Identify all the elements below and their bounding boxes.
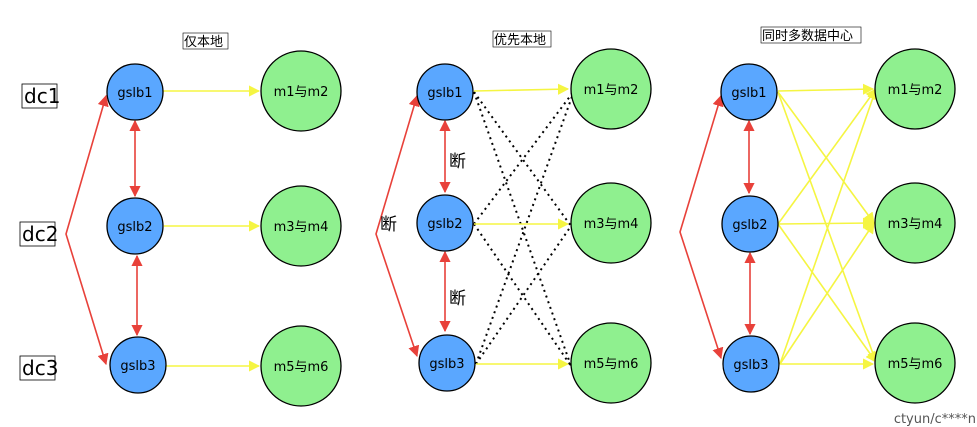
p3-yellow-2-to-1 — [777, 88, 877, 225]
p3-gslb1-node — [720, 63, 778, 121]
p2-gslb2-node — [416, 194, 474, 252]
p2-gslb3-node — [418, 334, 476, 392]
dc3-box — [19, 355, 56, 381]
p2-gslb3-label: gslb3 — [429, 357, 464, 372]
p1-gslb3-node — [109, 336, 167, 394]
p3-yellow-3-to-1 — [779, 87, 878, 365]
p3-m1m2-label: m1与m2 — [888, 83, 943, 98]
p2-m3m4-node — [570, 182, 652, 264]
p1-m1m2-label: m1与m2 — [274, 85, 329, 100]
p2-dotted-3-to-2 — [475, 225, 572, 365]
p3-m5m6-node — [874, 322, 956, 404]
p3-yellow-3-to-2 — [779, 222, 875, 365]
p1-gslb3-label: gslb3 — [120, 359, 155, 374]
p3-m3m4-label: m3与m4 — [888, 217, 943, 232]
p2-dotted-2-to-3 — [473, 223, 572, 367]
p2-break-label-curve: 断 — [380, 215, 397, 235]
panel3-title-box — [760, 26, 862, 44]
dc2-label: dc2 — [22, 222, 58, 246]
p2-m5m6-label: m5与m6 — [584, 357, 639, 372]
dc1-label: dc1 — [24, 84, 60, 108]
p2-gslb2-label: gslb2 — [427, 217, 462, 232]
p3-gslb2-label: gslb2 — [732, 218, 767, 233]
p1-m5m6-node — [260, 325, 342, 407]
panel-local-only: 仅本地 gslb1 gslb2 gslb3 m1与m2 m3与m4 m5与m6 — [65, 32, 342, 407]
panel1-title: 仅本地 — [184, 35, 223, 50]
p1-m1m2-node — [260, 50, 342, 132]
p2-break-label-2-3: 断 — [449, 289, 466, 309]
panel2-title-box — [492, 30, 552, 48]
p3-gslb1-label: gslb1 — [731, 86, 766, 101]
p2-gslb1-label: gslb1 — [427, 86, 462, 101]
p1-m3m4-node — [260, 185, 342, 267]
p2-dotted-1-to-3 — [473, 91, 572, 367]
p2-red-curve-arrow — [375, 94, 420, 358]
p1-gslb1-node — [106, 63, 164, 121]
p3-gslb3-label: gslb3 — [733, 358, 768, 373]
panel3-title: 同时多数据中心 — [762, 28, 853, 44]
p1-gslb2-node — [106, 197, 164, 255]
p2-yellow-arrow-1 — [473, 83, 570, 95]
p1-m3m4-label: m3与m4 — [274, 220, 329, 235]
p3-m1m2-node — [874, 48, 956, 130]
p1-red-curve-arrow — [65, 94, 109, 366]
p2-m3m4-label: m3与m4 — [584, 217, 639, 232]
p1-gslb2-label: gslb2 — [117, 220, 152, 235]
p2-dotted-3-to-1 — [475, 90, 575, 365]
dc1-box — [21, 83, 58, 109]
p2-dotted-2-to-1 — [473, 90, 575, 225]
panel1-title-box — [182, 32, 229, 50]
panel2-title: 优先本地 — [494, 33, 546, 48]
p1-gslb1-label: gslb1 — [117, 86, 152, 101]
p3-yellow-arrow-1 — [777, 83, 875, 95]
p2-m1m2-label: m1与m2 — [584, 83, 639, 98]
dc2-box — [19, 221, 56, 247]
p2-break-label-1-2: 断 — [449, 152, 466, 172]
watermark-text: ctyun/c****n — [894, 412, 976, 427]
p1-m5m6-label: m5与m6 — [274, 360, 329, 375]
p3-m3m4-node — [874, 182, 956, 264]
p3-m5m6-label: m5与m6 — [888, 357, 943, 372]
p3-gslb2-node — [721, 195, 779, 253]
p2-gslb1-node — [416, 63, 474, 121]
p3-yellow-arrow-2 — [777, 217, 875, 229]
p3-red-curve-arrow — [679, 94, 724, 360]
p2-dotted-1-to-2 — [473, 91, 572, 227]
p3-gslb3-node — [722, 335, 780, 393]
panel-multi-dc: 同时多数据中心 gslb1 gslb2 gslb3 m1与m2 m3与m4 m5… — [679, 26, 956, 404]
p2-m1m2-node — [570, 48, 652, 130]
p2-m5m6-node — [570, 322, 652, 404]
panel-local-preferred: 优先本地 断 断 断 gslb1 gslb2 gslb3 m1与m2 m3与m4 — [375, 30, 652, 404]
dc3-label: dc3 — [22, 356, 58, 380]
